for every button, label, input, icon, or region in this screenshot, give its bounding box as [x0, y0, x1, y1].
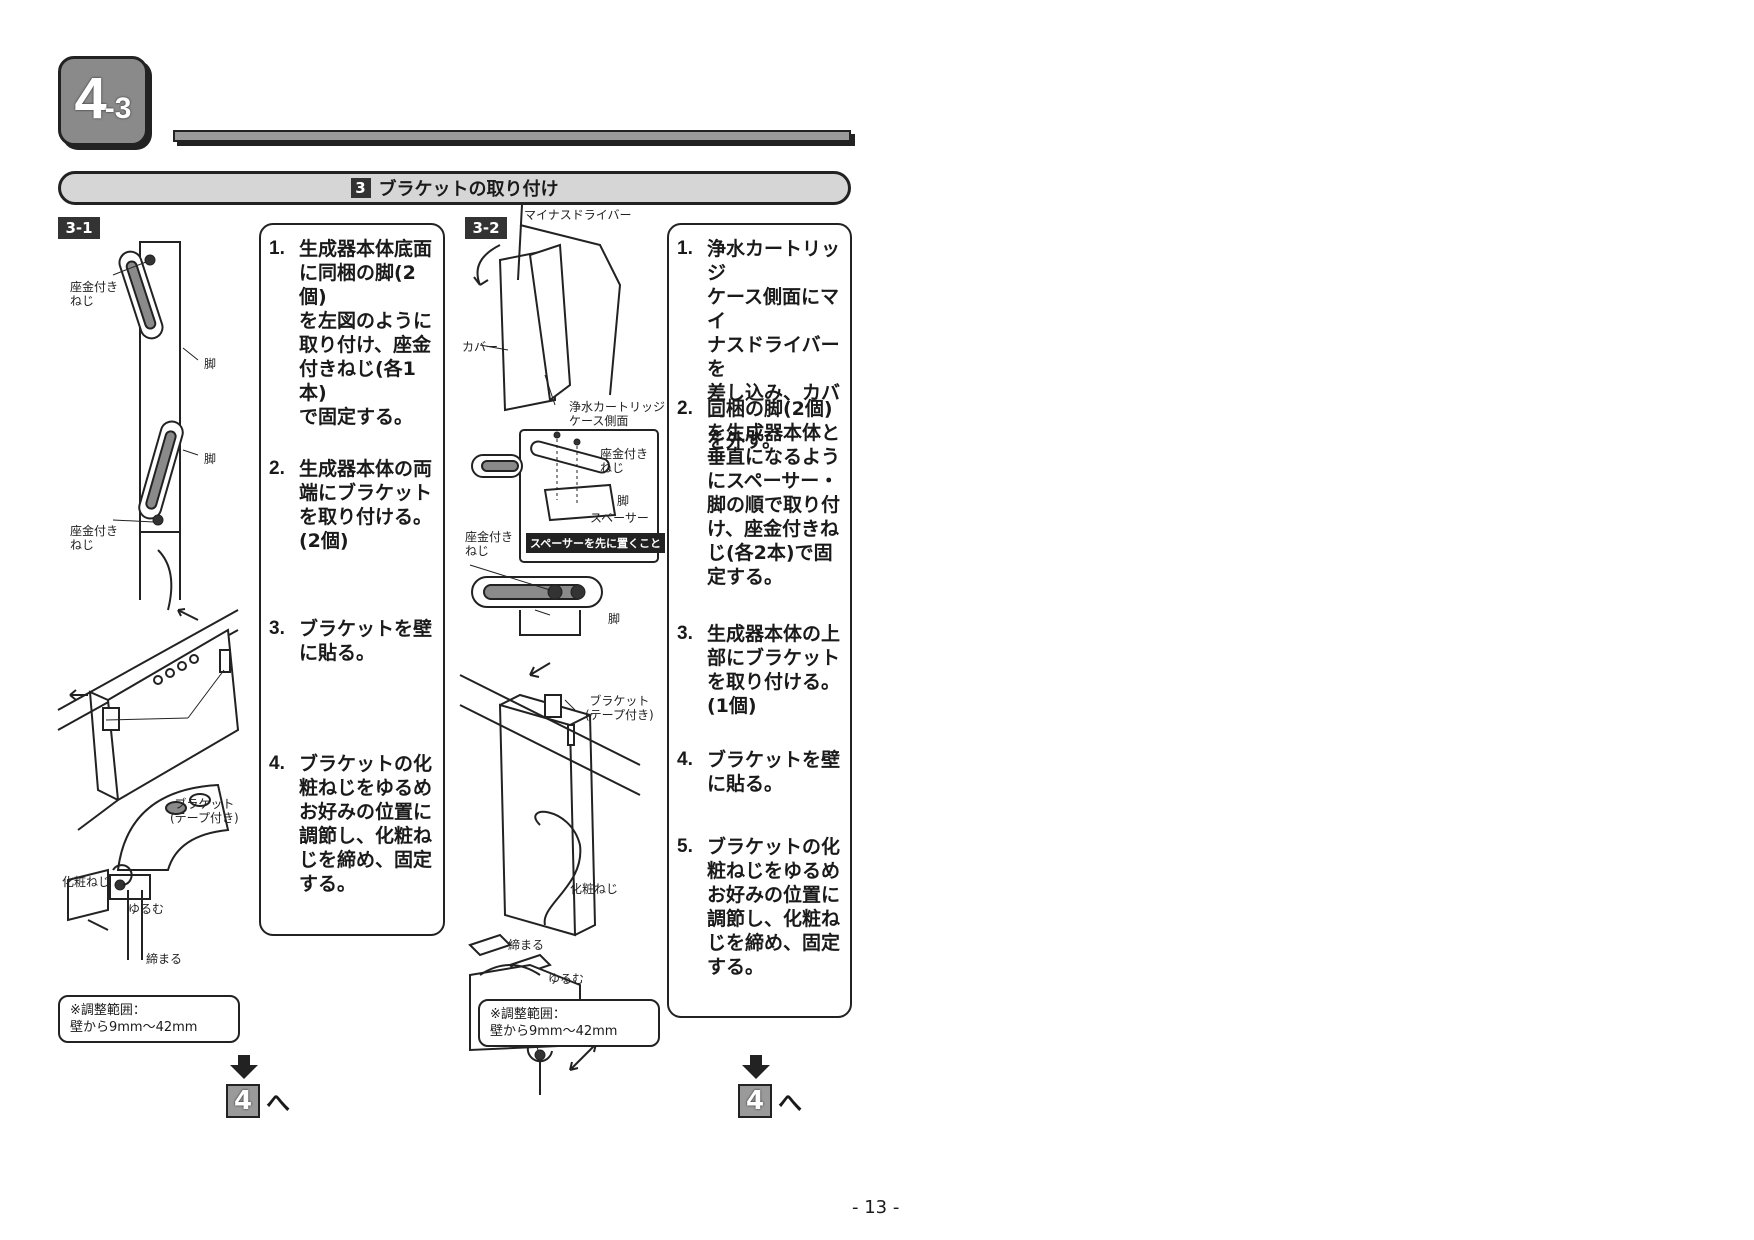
chapter-number: 4	[74, 66, 107, 131]
next-step-box: 4	[738, 1083, 772, 1118]
label-cosmetic-screw-right: 化粧ねじ	[570, 882, 619, 896]
page-number: - 13 -	[852, 1197, 900, 1218]
label-leg-inset: 脚	[617, 494, 630, 508]
next-step-left: 4 へ	[226, 1055, 290, 1118]
label-washer-screw-inset: 座金付き ねじ	[600, 447, 649, 475]
label-tighten: 締まる	[146, 952, 183, 966]
section-number: 3	[350, 178, 371, 198]
figure-3-1	[57, 241, 240, 960]
instruction-step: 1. 生成器本体底面 に同梱の脚(2個) を左図のように 取り付け、座金 付きね…	[269, 238, 433, 428]
chapter-title-bar	[173, 130, 851, 142]
step-tag-3-1: 3-1	[58, 217, 100, 239]
adjustment-note-right: ※調整範囲： 壁から9mm〜42mm	[478, 999, 660, 1047]
label-cartridge-side: 浄水カートリッジ ケース側面	[569, 400, 666, 428]
instruction-step: 2. 同梱の脚(2個) を生成器本体と 垂直になるよう にスペーサー・ 脚の順で…	[677, 398, 841, 588]
label-tighten-right: 締まる	[508, 938, 545, 952]
instructions-panel-left: 1. 生成器本体底面 に同梱の脚(2個) を左図のように 取り付け、座金 付きね…	[259, 223, 445, 936]
chapter-badge: 4 -3	[58, 56, 148, 146]
label-bracket: ブラケット (テープ付き)	[170, 797, 239, 825]
instructions-panel-right: 1. 浄水カートリッジ ケース側面にマイ ナスドライバーを 差し込み、カバー を…	[667, 223, 852, 1018]
label-leg-top: 脚	[204, 357, 217, 371]
spacer-warning: スペーサーを先に置くこと	[526, 533, 666, 553]
label-washer-screw-bottom: 座金付き ねじ	[70, 524, 119, 552]
label-bracket-right: ブラケット (テープ付き)	[585, 694, 654, 722]
label-spacer: スペーサー	[590, 511, 649, 525]
section-title: ブラケットの取り付け	[378, 179, 559, 200]
next-step-right: 4 へ	[738, 1055, 802, 1118]
label-loosen: ゆるむ	[128, 902, 165, 916]
instruction-step: 5. ブラケットの化 粧ねじをゆるめ お好みの位置に 調節し、化粧ね じを締め、…	[677, 836, 841, 978]
label-washer-screw-top: 座金付き ねじ	[70, 280, 119, 308]
label-leg-bottom: 脚	[204, 452, 217, 466]
figure-3-2	[459, 204, 659, 1095]
instruction-step: 4. ブラケットの化 粧ねじをゆるめ お好みの位置に 調節し、化粧ね じを締め、…	[269, 753, 433, 895]
adjustment-note-left: ※調整範囲： 壁から9mm〜42mm	[58, 995, 240, 1043]
step-tag-3-2: 3-2	[465, 217, 507, 239]
label-leg: 脚	[608, 612, 621, 626]
next-step-text: へ	[266, 1089, 290, 1117]
next-step-text: へ	[778, 1089, 802, 1117]
label-washer-screw: 座金付き ねじ	[465, 530, 514, 558]
down-arrow-icon	[742, 1055, 770, 1079]
down-arrow-icon	[230, 1055, 258, 1079]
label-cover: カバー	[462, 340, 499, 354]
chapter-subnumber: -3	[104, 92, 132, 125]
instruction-step: 4. ブラケットを壁 に貼る。	[677, 749, 841, 795]
label-screwdriver: マイナスドライバー	[524, 208, 632, 222]
instruction-step: 2. 生成器本体の両 端にブラケット を取り付ける。 (2個)	[269, 458, 433, 552]
instruction-step: 3. ブラケットを壁 に貼る。	[269, 618, 433, 664]
section-heading: 3 ブラケットの取り付け	[58, 171, 851, 205]
label-loosen-right: ゆるむ	[548, 972, 585, 986]
instruction-step: 1. 浄水カートリッジ ケース側面にマイ ナスドライバーを 差し込み、カバー を…	[677, 238, 841, 452]
next-step-box: 4	[226, 1083, 260, 1118]
label-cosmetic-screw: 化粧ねじ	[62, 875, 111, 889]
instruction-step: 3. 生成器本体の上 部にブラケット を取り付ける。 (1個)	[677, 623, 841, 717]
